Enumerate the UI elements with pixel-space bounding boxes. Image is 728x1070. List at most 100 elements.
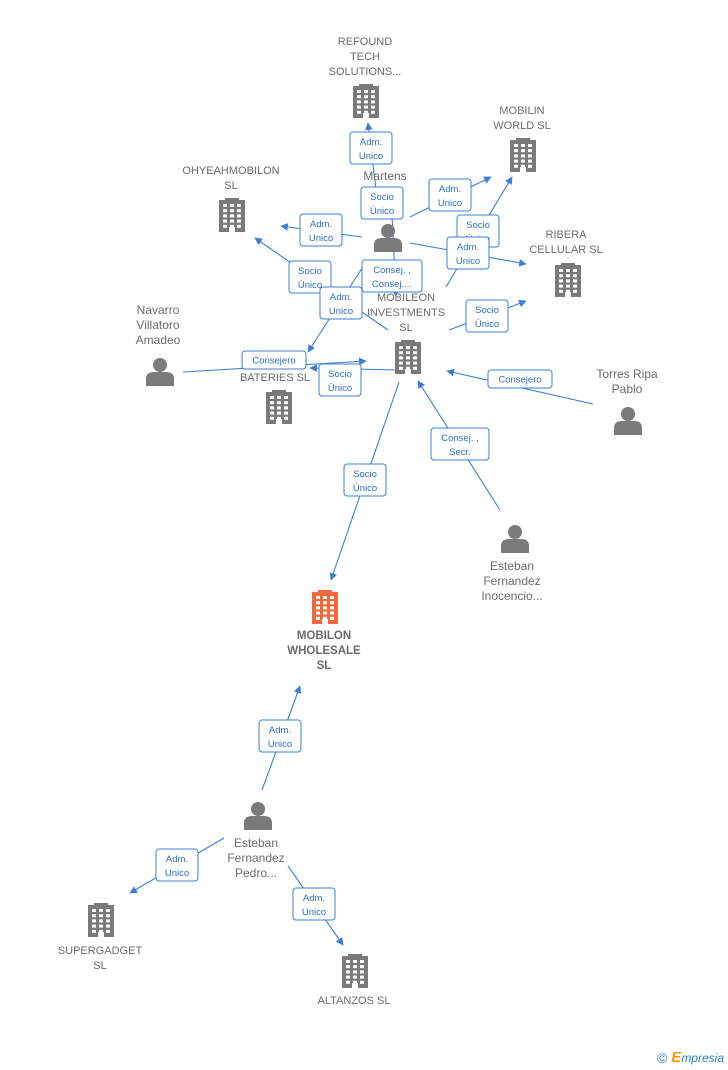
building-icon-mobilon_inv[interactable] (395, 340, 421, 374)
node-label-supergadget-line-1: SL (93, 960, 106, 972)
person-icon-torres[interactable] (614, 407, 642, 435)
edge-label-martens-refound[interactable]: Adm. Unico (349, 131, 393, 165)
node-label-inocencio-line-1: Fernandez (483, 574, 540, 588)
edge-label-box (155, 848, 199, 882)
building-icon-refound[interactable] (353, 84, 379, 118)
node-label-wholesale-line-1: WHOLESALE (287, 645, 361, 657)
edge-label-pedro-supergadget[interactable]: Adm.Unico (155, 848, 199, 882)
edge-labels-layer: Adm.UnicoAdm.UnicoSocioÚnicoSocioÚnicoAd… (155, 131, 553, 921)
node-label-mobilon_inv-line-0: MOBILEON (377, 292, 435, 304)
edge-label-box (361, 259, 423, 293)
node-label-pedro-line-2: Pedro... (235, 866, 277, 880)
edge-label-box (241, 350, 307, 370)
node-label-mobilon_inv-line-2: SL (399, 322, 412, 334)
person-icon-martens[interactable] (374, 224, 402, 252)
node-label-bateries-line-0: BATERIES SL (240, 372, 310, 384)
building-icon-supergadget[interactable] (88, 903, 114, 937)
brand-initial: E (671, 1049, 682, 1066)
edge-label-text: Consejero (252, 356, 295, 367)
node-label-ribera-line-1: CELLULAR SL (529, 244, 602, 256)
person-icon-inocencio[interactable] (501, 525, 529, 553)
edge-label-text: Socio (298, 266, 322, 277)
node-label-navarro-line-1: Villatoro (136, 318, 179, 332)
edge-label-box (428, 178, 472, 212)
edge-label-text: Unico (302, 907, 326, 918)
edge-label-torres-mobilon_inv[interactable]: Consejero (487, 369, 553, 389)
node-label-wholesale-line-2: SL (317, 660, 332, 672)
edge-label-text: Único (353, 483, 377, 494)
node-label-wholesale-line-0: MOBILON (297, 630, 351, 642)
person-icon-pedro[interactable] (244, 802, 272, 830)
edge-label-box (343, 463, 387, 497)
edge-label-text: Único (475, 319, 499, 330)
node-label-pedro-line-0: Esteban (234, 836, 278, 850)
edge-label-text: Adm. (166, 854, 188, 865)
edge-label-pedro-wholesale[interactable]: Adm. Unico (258, 719, 302, 753)
edge-label-martens-bateries[interactable]: Adm.Unico (319, 286, 363, 320)
edge-label-text: Consej. , (441, 433, 479, 444)
node-label-torres-line-0: Torres Ripa (596, 367, 658, 381)
building-icon-ohyeah[interactable] (219, 198, 245, 232)
node-label-martens-line-0: Martens (363, 169, 406, 183)
edge-label-text: Socio (328, 369, 352, 380)
building-icon-ribera[interactable] (555, 263, 581, 297)
node-label-pedro-line-1: Fernandez (227, 851, 284, 865)
building-icon-bateries[interactable] (266, 390, 292, 424)
person-icon-navarro[interactable] (146, 358, 174, 386)
node-label-ohyeah-line-1: SL (224, 180, 237, 192)
node-label-navarro-line-0: Navarro (137, 303, 180, 317)
node-label-navarro-line-2: Amadeo (136, 333, 181, 347)
edge-label-text: Unico (268, 739, 292, 750)
copyright-symbol: © (656, 1049, 668, 1066)
brand-logo[interactable]: Empresia (671, 1049, 724, 1066)
edge-label-text: Adm. (457, 242, 479, 253)
edge-label-navarro-mobilon_inv[interactable]: Consejero (241, 350, 307, 370)
building-icon-wholesale[interactable] (312, 590, 338, 624)
edge-label-text: Secr. (449, 447, 471, 458)
edge-label-martens-ribera[interactable]: Adm. Unico (446, 236, 490, 270)
node-label-mobilin-line-1: WORLD SL (493, 120, 550, 132)
edge-label-martens-mobilin[interactable]: Adm.Unico (428, 178, 472, 212)
edge-label-text: Socio (353, 469, 377, 480)
edge-label-inocencio-mobilon_inv[interactable]: Consej. , Secr. (430, 427, 490, 461)
edge-label-text: Unico (309, 233, 333, 244)
node-label-refound-line-2: SOLUTIONS... (329, 66, 402, 78)
edge-label-box (349, 131, 393, 165)
node-label-altanzos-line-0: ALTANZOS SL (318, 995, 391, 1007)
node-label-torres-line-1: Pablo (612, 382, 643, 396)
node-label-supergadget-line-0: SUPERGADGET (58, 945, 143, 957)
building-icon-mobilin[interactable] (510, 138, 536, 172)
edge-label-martens-ohyeah[interactable]: Adm. Unico (299, 213, 343, 247)
edge-label-box (487, 369, 553, 389)
edge-label-text: Unico (456, 256, 480, 267)
edge-label-text: Adm. (330, 292, 352, 303)
edge-label-text: Socio (475, 305, 499, 316)
building-icon-altanzos[interactable] (342, 954, 368, 988)
edge-label-text: Adm. (303, 893, 325, 904)
edge-label-text: Adm. (269, 725, 291, 736)
edge-label-text: Unico (359, 151, 383, 162)
edge-label-text: Consej.... (372, 279, 412, 290)
edges-layer (129, 122, 594, 946)
edge-label-text: Consej. , (373, 265, 411, 276)
edge-label-box (446, 236, 490, 270)
edge-label-text: Adm. (360, 137, 382, 148)
edge-label-text: Único (370, 206, 394, 217)
brand-name: mpresia (681, 1051, 724, 1065)
edge-label-box (258, 719, 302, 753)
edge-label-martens-mobilon_inv[interactable]: Consej. , Consej.... (361, 259, 423, 293)
edge-label-box (292, 887, 336, 921)
node-label-ribera-line-0: RIBERA (546, 229, 588, 241)
edge-label-text: Adm. (439, 184, 461, 195)
edge-label-pedro-altanzos[interactable]: Adm. Unico (292, 887, 336, 921)
footer-credit: © Empresia (657, 1049, 724, 1066)
edge-label-text: Adm. (310, 219, 332, 230)
edge-label-text: Único (328, 383, 352, 394)
